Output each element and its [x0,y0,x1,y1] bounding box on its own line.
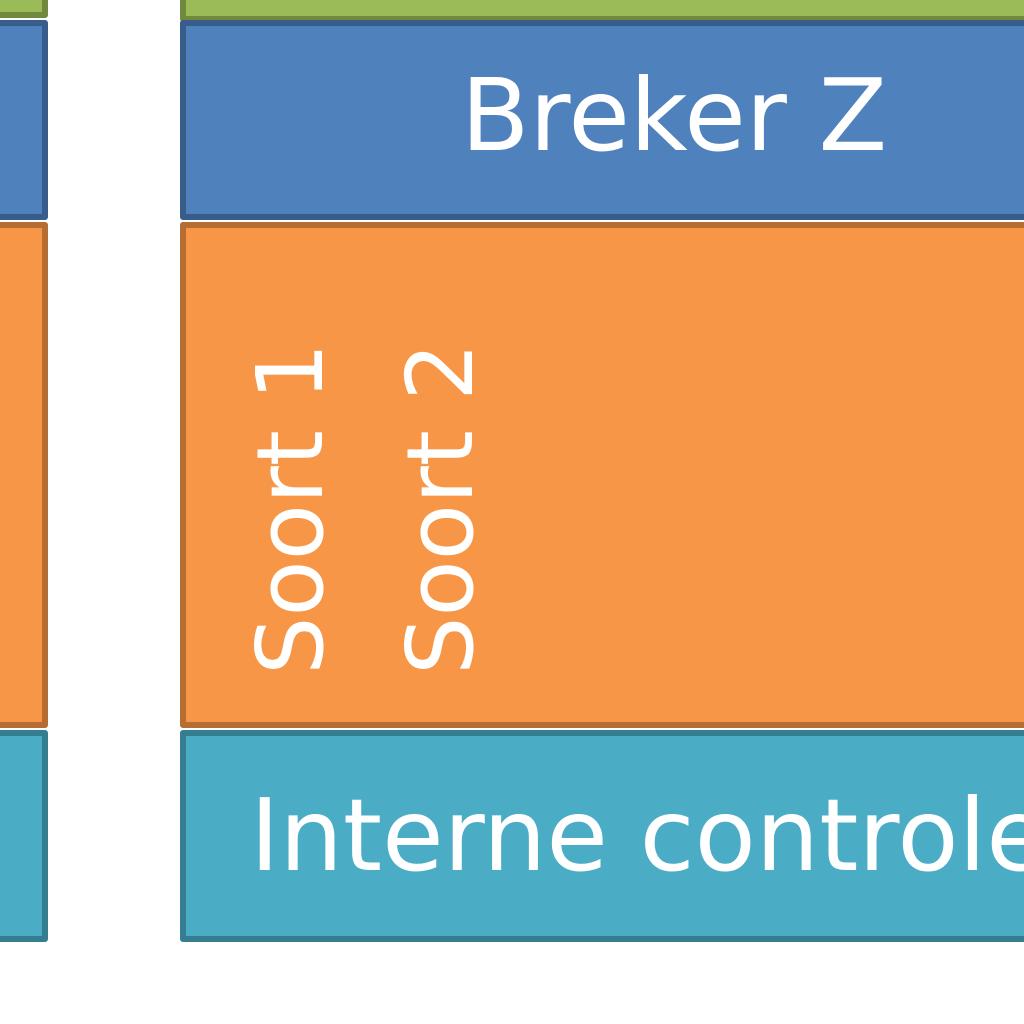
breker-z-block [180,20,1024,220]
interne-controle-block [180,730,1024,942]
interne-controle-label: Interne controle [250,777,1024,894]
right-green-block [180,0,1024,22]
breker-z-label: Breker Z [460,57,888,174]
left-green-block [0,0,48,18]
left-orange-block [0,222,48,728]
left-blue-block [0,20,48,220]
soort-block [180,222,1024,728]
left-teal-block [0,730,48,942]
soort-2-label: Soort 2 [387,342,494,675]
soort-1-label: Soort 1 [237,342,344,675]
